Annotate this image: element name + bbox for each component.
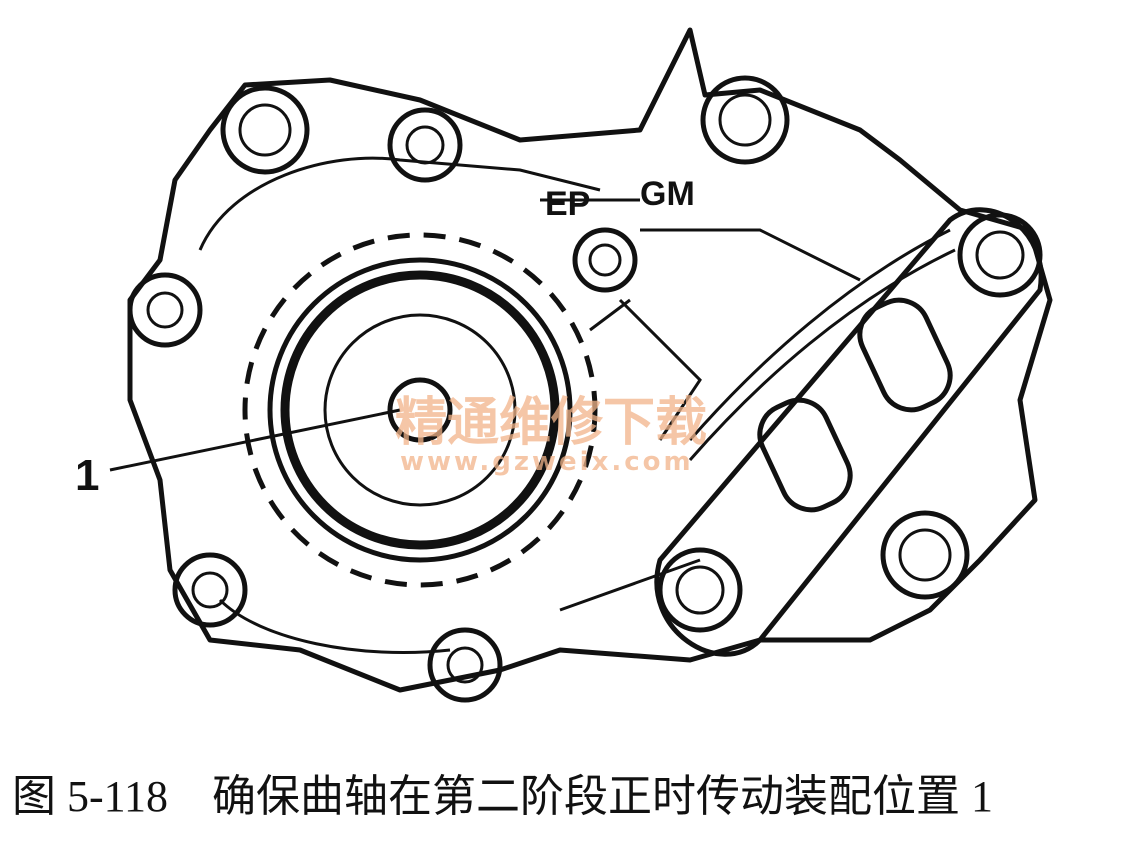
tensioner-arm: [654, 207, 1044, 657]
bolt-left: [127, 272, 203, 348]
part-mark-gm: GM: [640, 175, 695, 213]
bolt-top-left: [220, 85, 310, 175]
bolt-right-top: [957, 212, 1043, 298]
watermark-url: www.gzweix.com: [400, 447, 694, 477]
bolt-top-center: [387, 107, 463, 183]
bolt-bottom-right: [880, 510, 970, 600]
callout-label: 1: [75, 451, 99, 500]
part-mark-ep: EP: [545, 185, 590, 223]
housing-webbing: [540, 198, 861, 441]
timing-drive-diagram: EP GM 1 精通维修下载 www.gzweix.com: [75, 27, 1053, 703]
bolt-top-right: [700, 75, 790, 165]
bolt-bottom-left: [172, 552, 248, 628]
callout-leader-line: [109, 408, 401, 472]
crankshaft-sprocket: [242, 232, 598, 588]
bolt-lever: [657, 547, 743, 633]
housing-outline: [127, 27, 1053, 693]
figure-caption: 图 5-118 确保曲轴在第二阶段正时传动装配位置 1: [12, 772, 994, 821]
bolt-bottom-center: [427, 627, 503, 703]
watermark-text: 精通维修下载: [395, 393, 707, 453]
bolt-center: [572, 227, 638, 293]
